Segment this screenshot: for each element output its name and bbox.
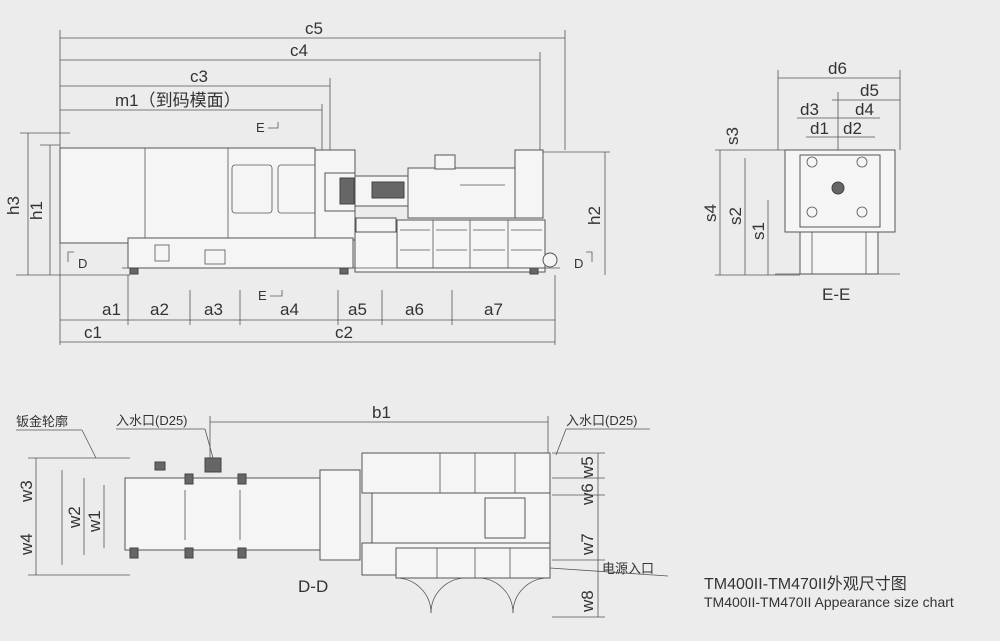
section-mark-d-left: D — [78, 256, 87, 271]
front-view: c5 c4 c3 m1（到码模面） E h3 h1 h2 — [4, 19, 610, 345]
side-view-caption: E-E — [822, 285, 850, 304]
dim-w2: w2 — [65, 506, 84, 529]
side-view: d6 d5 d3 d4 d1 d2 s3 s4 s2 s1 E-E — [701, 59, 901, 304]
dim-w4: w4 — [17, 533, 36, 556]
dim-s4: s4 — [701, 204, 720, 222]
dim-d3: d3 — [800, 100, 819, 119]
dim-h3: h3 — [4, 196, 23, 215]
dim-a5: a5 — [348, 300, 367, 319]
dim-m1: m1（到码模面） — [115, 91, 241, 110]
dim-a1: a1 — [102, 300, 121, 319]
dim-w8: w8 — [578, 590, 597, 613]
chart-title-en: TM400II-TM470II Appearance size chart — [704, 594, 954, 610]
dim-a2: a2 — [150, 300, 169, 319]
dim-a7: a7 — [484, 300, 503, 319]
dim-d6: d6 — [828, 59, 847, 78]
dim-c4: c4 — [290, 41, 308, 60]
dim-d5: d5 — [860, 81, 879, 100]
dim-d2: d2 — [843, 119, 862, 138]
dim-b1: b1 — [372, 403, 391, 422]
dim-w5: w5 — [578, 456, 597, 479]
dim-w3: w3 — [17, 480, 36, 503]
dim-c5: c5 — [305, 19, 323, 38]
dim-c1: c1 — [84, 323, 102, 342]
dim-h1: h1 — [27, 201, 46, 220]
dim-c2: c2 — [335, 323, 353, 342]
label-water-inlet-left: 入水口(D25) — [116, 413, 188, 428]
label-power-inlet: 电源入口 — [602, 561, 654, 576]
dim-d4: d4 — [855, 100, 874, 119]
section-mark-e-top: E — [256, 120, 265, 135]
top-view: 钣金轮廓 入水口(D25) 入水口(D25) 电源入口 b1 w3 w4 w2 … — [16, 403, 669, 618]
dim-s3: s3 — [723, 127, 742, 145]
dim-s2: s2 — [726, 207, 745, 225]
dim-s1: s1 — [749, 222, 768, 240]
chart-title-cn: TM400II-TM470II外观尺寸图 — [704, 576, 907, 593]
label-sheet-metal-outline: 钣金轮廓 — [16, 414, 68, 429]
dim-w1: w1 — [85, 510, 104, 533]
dim-a3: a3 — [204, 300, 223, 319]
dim-w7: w7 — [578, 533, 597, 556]
dim-a4: a4 — [280, 300, 299, 319]
dim-h2: h2 — [585, 206, 604, 225]
dim-d1: d1 — [810, 119, 829, 138]
top-view-caption: D-D — [298, 577, 328, 596]
dim-w6: w6 — [578, 483, 597, 506]
section-mark-e-bottom: E — [258, 288, 267, 303]
label-water-inlet-right: 入水口(D25) — [566, 413, 638, 428]
section-mark-d-right: D — [574, 256, 583, 271]
dim-a6: a6 — [405, 300, 424, 319]
dim-c3: c3 — [190, 67, 208, 86]
